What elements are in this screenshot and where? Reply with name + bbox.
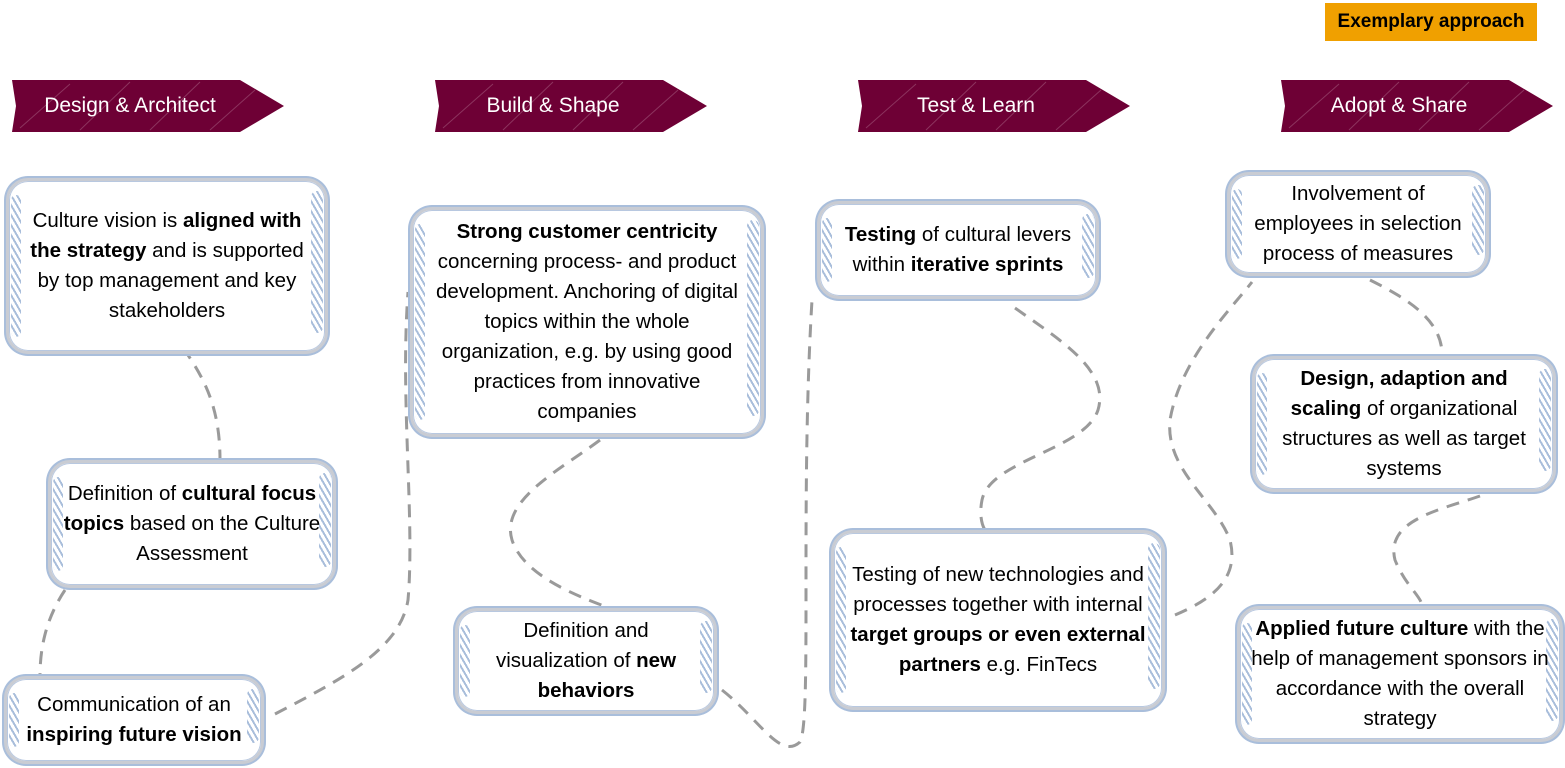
phase-label: Build & Shape [486,94,620,117]
connector-test1-test2 [979,306,1102,531]
phase-test-learn: Test & Learn [856,76,1132,136]
card-text: Testing of cultural levers within iterat… [844,223,1072,276]
card-text: Involvement of employees in selection pr… [1254,182,1462,265]
card-text: Definition of cultural focus topics base… [63,482,321,565]
phase-label: Design & Architect [44,94,216,117]
phase-arrow-shape [12,80,284,132]
connector-design1-design2 [168,329,222,461]
phase-label: Adopt & Share [1330,94,1468,117]
card-text: Applied future culture with the help of … [1251,617,1549,730]
card-new-technologies: Testing of new technologies and processe… [831,530,1165,710]
card-text: Communication of an inspiring future vis… [26,693,242,746]
exemplary-approach-badge: Exemplary approach [1325,3,1537,41]
card-employee-involvement: Involvement of employees in selection pr… [1227,172,1489,276]
card-inspiring-future-vision: Communication of an inspiring future vis… [4,676,264,764]
phase-arrow-shape [1281,80,1553,132]
card-text: Testing of new technologies and processe… [850,563,1146,676]
phase-arrow-shape [435,80,707,132]
phase-design-architect: Design & Architect [10,76,286,136]
card-cultural-focus-topics: Definition of cultural focus topics base… [48,460,336,588]
phase-build-shape: Build & Shape [433,76,709,136]
card-text: Strong customer centricity concerning pr… [435,220,738,423]
connector-test2-adopt1 [1168,281,1254,617]
card-iterative-sprints: Testing of cultural levers within iterat… [817,201,1099,299]
connector-adopt2-adopt3 [1392,494,1481,606]
phase-label: Test & Learn [917,94,1035,117]
phase-adopt-share: Adopt & Share [1279,76,1555,136]
card-text: Design, adaption and scaling of organiza… [1282,367,1526,480]
connector-build1-build2 [508,438,615,612]
card-culture-vision: Culture vision is aligned with the strat… [6,178,328,354]
card-customer-centricity: Strong customer centricity concerning pr… [410,207,764,437]
card-new-behaviors: Definition and visualization of new beha… [455,608,717,714]
card-text: Culture vision is aligned with the strat… [30,209,304,322]
connector-design3-build1 [274,291,412,716]
connector-adopt1-adopt2 [1369,278,1444,353]
card-text: Definition and visualization of new beha… [495,619,677,702]
card-applied-future-culture: Applied future culture with the help of … [1237,606,1563,742]
connector-design2-design3 [38,589,67,677]
card-organizational-structures: Design, adaption and scaling of organiza… [1252,356,1556,492]
phase-arrow-shape [858,80,1130,132]
connector-build2-test1 [721,299,814,748]
